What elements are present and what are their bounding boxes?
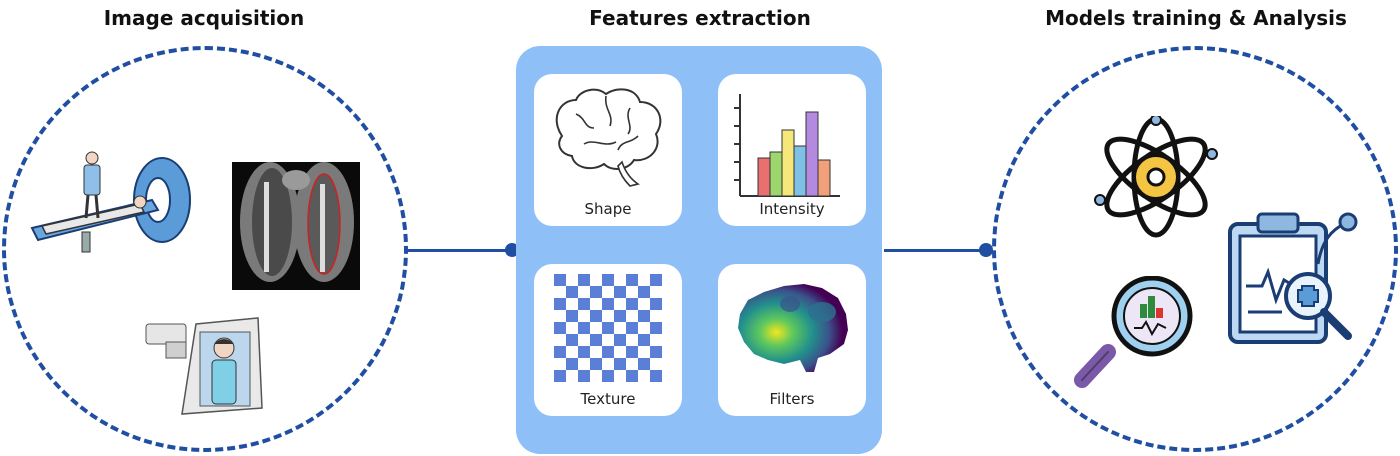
title-features-extraction: Features extraction	[589, 6, 811, 30]
checker-square	[614, 334, 626, 346]
checker-square	[566, 286, 578, 298]
checker-square	[650, 298, 662, 310]
models-analysis-circle	[992, 46, 1398, 452]
checker-square	[554, 322, 566, 334]
checker-square	[554, 274, 566, 286]
title-models-training: Models training & Analysis	[1045, 6, 1347, 30]
checker-square	[638, 334, 650, 346]
connector-dot-right	[979, 243, 993, 257]
checker-square	[650, 322, 662, 334]
intensity-card: Intensity	[718, 74, 866, 226]
mri-scanner-icon	[30, 151, 191, 253]
checker-square	[602, 298, 614, 310]
checker-square	[638, 358, 650, 370]
checker-square	[590, 358, 602, 370]
filters-card: Filters	[718, 264, 866, 416]
checker-square	[566, 334, 578, 346]
checker-square	[554, 298, 566, 310]
connector-left	[408, 249, 512, 252]
magnifier-analysis-icon	[1074, 276, 1193, 388]
checker-square	[614, 310, 626, 322]
shape-card: Shape	[534, 74, 682, 226]
filters-label: Filters	[769, 390, 815, 408]
title-image-acquisition: Image acquisition	[103, 6, 305, 30]
checker-square	[626, 274, 638, 286]
checker-square	[638, 286, 650, 298]
checker-square	[578, 346, 590, 358]
checker-square	[590, 310, 602, 322]
connector-dot-left	[505, 243, 519, 257]
checker-square	[626, 346, 638, 358]
mri-thigh-image	[232, 162, 360, 290]
checker-square	[650, 370, 662, 382]
checker-square	[578, 274, 590, 286]
xray-patient-icon	[145, 317, 263, 415]
checker-square	[578, 370, 590, 382]
checker-square	[602, 322, 614, 334]
texture-card: Texture	[534, 264, 682, 416]
image-acquisition-circle	[2, 46, 408, 452]
atom-gear-icon	[1094, 116, 1218, 238]
checker-square	[614, 358, 626, 370]
checker-square	[554, 370, 566, 382]
brain-icon	[555, 88, 662, 187]
medical-clipboard-icon	[1228, 212, 1358, 344]
checker-square	[626, 370, 638, 382]
checker-square	[614, 286, 626, 298]
checker-square	[638, 310, 650, 322]
checker-square	[650, 346, 662, 358]
intensity-label: Intensity	[759, 200, 825, 218]
checker-square	[578, 298, 590, 310]
connector-right	[884, 249, 986, 252]
texture-label: Texture	[580, 390, 636, 408]
filtered-brain-map-icon	[738, 284, 848, 372]
checker-square	[578, 322, 590, 334]
checker-square	[590, 334, 602, 346]
checker-square	[602, 346, 614, 358]
histogram-icon	[734, 94, 840, 197]
checker-square	[626, 322, 638, 334]
checker-square	[554, 346, 566, 358]
checker-square	[602, 370, 614, 382]
checker-square	[566, 310, 578, 322]
features-panel: Shape Intensity Texture	[516, 46, 882, 454]
checker-square	[602, 274, 614, 286]
checker-square	[590, 286, 602, 298]
checker-square	[650, 274, 662, 286]
shape-label: Shape	[584, 200, 632, 218]
checker-square	[626, 298, 638, 310]
checker-square	[566, 358, 578, 370]
checkerboard-texture-icon	[554, 274, 662, 382]
